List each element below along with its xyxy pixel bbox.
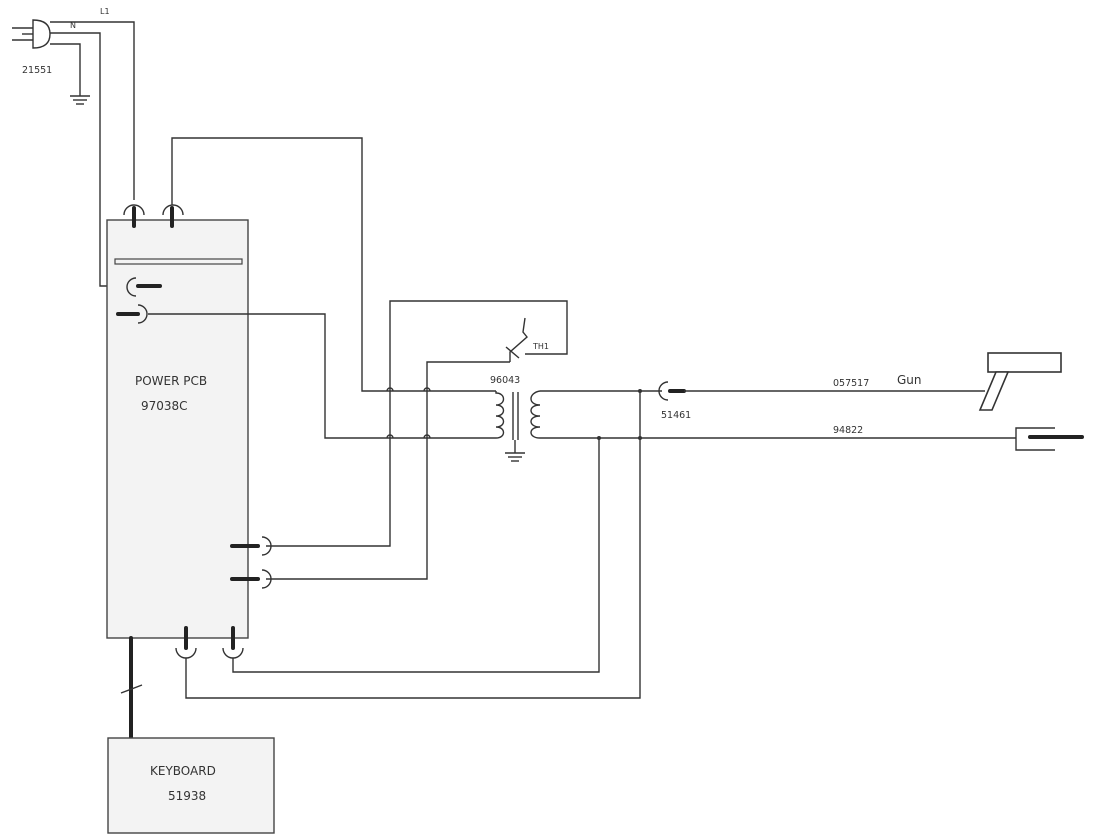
n-label: N bbox=[70, 21, 76, 30]
transformer-primary-coil bbox=[495, 391, 505, 439]
junction-top bbox=[638, 389, 642, 393]
pcb-heatsink-bar bbox=[114, 258, 243, 265]
wire-pcb-to-transformer-top bbox=[171, 137, 496, 392]
connector-51461: 51461 bbox=[658, 381, 691, 421]
keyboard-label: KEYBOARD bbox=[150, 764, 216, 778]
mains-plug: L1 N 21551 bbox=[12, 7, 110, 76]
pcb-connector-top-right bbox=[162, 204, 184, 228]
wire-pcb-to-transformer-bottom bbox=[148, 313, 496, 439]
power-pcb-label: POWER PCB bbox=[135, 374, 207, 388]
keyboard-box bbox=[107, 737, 275, 834]
pcb-connector-left-lower bbox=[116, 304, 148, 324]
transformer-secondary-coil bbox=[530, 390, 541, 439]
connector-label: 51461 bbox=[661, 410, 691, 421]
wire-l1 bbox=[50, 21, 135, 200]
plug-part-label: 21551 bbox=[22, 65, 52, 76]
keyboard-part-label: 51938 bbox=[168, 789, 206, 803]
wire-ground bbox=[50, 43, 81, 96]
wire-bottom-left-return bbox=[185, 391, 641, 699]
wire-thermal-return bbox=[266, 361, 510, 580]
wire-bottom-label: 94822 bbox=[833, 425, 863, 436]
power-pcb-part-label: 97038C bbox=[141, 399, 188, 413]
l1-label: L1 bbox=[100, 7, 110, 16]
wire-thermal-loop bbox=[266, 300, 568, 547]
probe-icon bbox=[1015, 427, 1084, 451]
wire-crossings bbox=[386, 387, 431, 439]
transformer: 96043 bbox=[490, 375, 541, 462]
pcb-connector-top-left bbox=[123, 204, 145, 228]
thermal-switch: TH1 bbox=[505, 317, 549, 362]
keyboard-cable-bus-mark bbox=[120, 684, 143, 694]
pcb-connector-left-upper bbox=[126, 277, 162, 297]
power-pcb-board bbox=[106, 219, 249, 639]
gun-label: Gun bbox=[897, 373, 922, 387]
junction-bottom-inner bbox=[597, 436, 601, 440]
junction-bottom bbox=[638, 436, 642, 440]
plug-body bbox=[32, 19, 51, 49]
thermal-label: TH1 bbox=[532, 342, 549, 351]
wire-top-label: 057517 bbox=[833, 378, 869, 389]
wire-bottom-right-return bbox=[232, 438, 600, 673]
ground-symbol-plug bbox=[70, 95, 90, 105]
gun-icon bbox=[978, 352, 1062, 411]
transformer-label: 96043 bbox=[490, 375, 520, 386]
